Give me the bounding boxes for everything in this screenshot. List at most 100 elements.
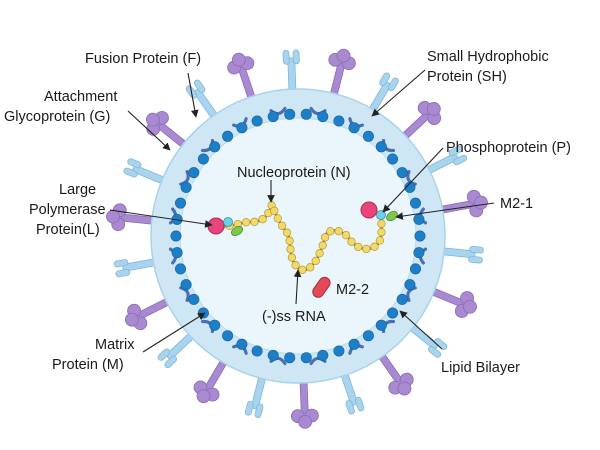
spike-head xyxy=(164,355,178,369)
label-sh-line1: Small Hydrophobic xyxy=(427,49,549,65)
membrane-bead xyxy=(300,108,312,120)
attachment-glycoprotein-spike xyxy=(282,49,300,97)
surface-spikes xyxy=(106,48,488,429)
spike-head xyxy=(115,269,131,278)
membrane-bead xyxy=(188,167,200,179)
lead-rna xyxy=(293,269,302,305)
spike-head xyxy=(157,348,171,361)
membrane-bead xyxy=(333,115,345,127)
spike-head xyxy=(193,79,206,94)
membrane-bead xyxy=(284,352,296,364)
spike-head xyxy=(127,158,142,169)
nucleoprotein-bead xyxy=(326,227,335,236)
membrane-bead xyxy=(413,247,425,259)
membrane-bead xyxy=(180,181,192,193)
membrane-bead xyxy=(222,330,234,342)
spike-head xyxy=(298,414,312,429)
nucleoprotein-bead xyxy=(286,245,295,254)
spike-head xyxy=(397,381,412,396)
nucleoprotein-bead xyxy=(377,228,386,237)
membrane-bead xyxy=(300,352,312,364)
lead-lipid xyxy=(399,310,443,350)
lead-large xyxy=(109,209,213,228)
membrane-bead xyxy=(267,111,279,123)
membrane-bead xyxy=(409,263,421,275)
membrane-bead xyxy=(222,130,234,142)
membrane-bead xyxy=(375,141,387,153)
nucleoprotein-bead xyxy=(370,242,379,251)
label-large-line1: Large xyxy=(59,182,96,198)
membrane-bead xyxy=(251,345,263,357)
membrane-bead xyxy=(317,111,329,123)
lead-fusion xyxy=(187,72,199,118)
spike-head xyxy=(468,255,483,264)
lead-attachment xyxy=(127,110,171,151)
spike-head xyxy=(463,299,477,314)
label-m2-1: M2-1 xyxy=(500,196,533,212)
attachment-glycoprotein-spike xyxy=(244,370,268,419)
membrane-bead xyxy=(267,349,279,361)
membrane-bead xyxy=(188,293,200,305)
membrane-bead xyxy=(413,213,425,225)
nucleoprotein-bead xyxy=(347,237,356,246)
membrane-bead xyxy=(171,247,183,259)
nucleoprotein-bead xyxy=(375,236,385,245)
label-phosphoprotein: Phosphoprotein (P) xyxy=(446,140,571,156)
spike-head xyxy=(113,259,129,268)
nucleoprotein-chain xyxy=(216,201,386,274)
membrane-bead xyxy=(170,230,182,242)
nucleoprotein-bead xyxy=(341,231,351,240)
membrane-bead xyxy=(197,153,209,165)
label-matrix-line1: Matrix xyxy=(95,337,135,353)
nucleoprotein-bead xyxy=(250,217,259,226)
membrane-bead xyxy=(180,279,192,291)
nucleoprotein-bead xyxy=(334,227,343,236)
membrane-bead xyxy=(396,293,408,305)
nucleoprotein-bead xyxy=(277,221,287,230)
nucleoprotein-bead xyxy=(258,215,267,224)
label-large-line3: Protein(L) xyxy=(36,222,100,238)
membrane-bead xyxy=(375,319,387,331)
attachment-glycoprotein-spike xyxy=(113,257,161,278)
m2-1-left xyxy=(231,226,243,236)
spike-head xyxy=(196,389,211,404)
spike-head xyxy=(244,401,254,416)
spike-head xyxy=(345,400,355,415)
nucleoprotein-bead xyxy=(354,242,363,252)
membrane-bead xyxy=(175,263,187,275)
attachment-glycoprotein-spike xyxy=(157,329,198,369)
nucleoprotein-bead xyxy=(241,218,251,227)
fusion-protein-spike xyxy=(106,203,160,232)
nucleoprotein-bead xyxy=(311,256,320,266)
label-m2-2: M2-2 xyxy=(336,282,369,298)
spike-head xyxy=(355,396,365,412)
membrane-bead xyxy=(317,349,329,361)
nucleoprotein-bead xyxy=(273,214,282,223)
spike-head xyxy=(123,167,138,178)
membrane-bead xyxy=(348,122,360,134)
spike-head xyxy=(124,312,139,327)
spike-head xyxy=(453,154,468,166)
membrane-bead xyxy=(396,167,408,179)
nucleoprotein-bead xyxy=(285,236,294,245)
nucleoprotein-bead xyxy=(282,228,292,237)
nucleoprotein-bead xyxy=(287,253,297,262)
membrane-bead xyxy=(404,279,416,291)
fusion-protein-spike xyxy=(124,296,175,331)
spike-head xyxy=(387,77,399,92)
fusion-protein-spike xyxy=(290,375,319,429)
phosphoprotein-left xyxy=(223,217,233,227)
nucleoprotein-bead xyxy=(306,263,315,272)
label-attachment-line2: Glycoprotein (G) xyxy=(4,109,110,125)
membrane-bead xyxy=(251,115,263,127)
membrane-bead xyxy=(284,108,296,120)
membrane-bead xyxy=(236,338,248,350)
membrane-bead xyxy=(209,141,221,153)
nucleoprotein-bead xyxy=(377,219,386,228)
membrane-bead xyxy=(236,122,248,134)
spike-head xyxy=(145,112,160,127)
lead-m21 xyxy=(395,202,495,220)
label-large-line2: Polymerase xyxy=(29,202,106,218)
membrane-bead xyxy=(414,230,426,242)
